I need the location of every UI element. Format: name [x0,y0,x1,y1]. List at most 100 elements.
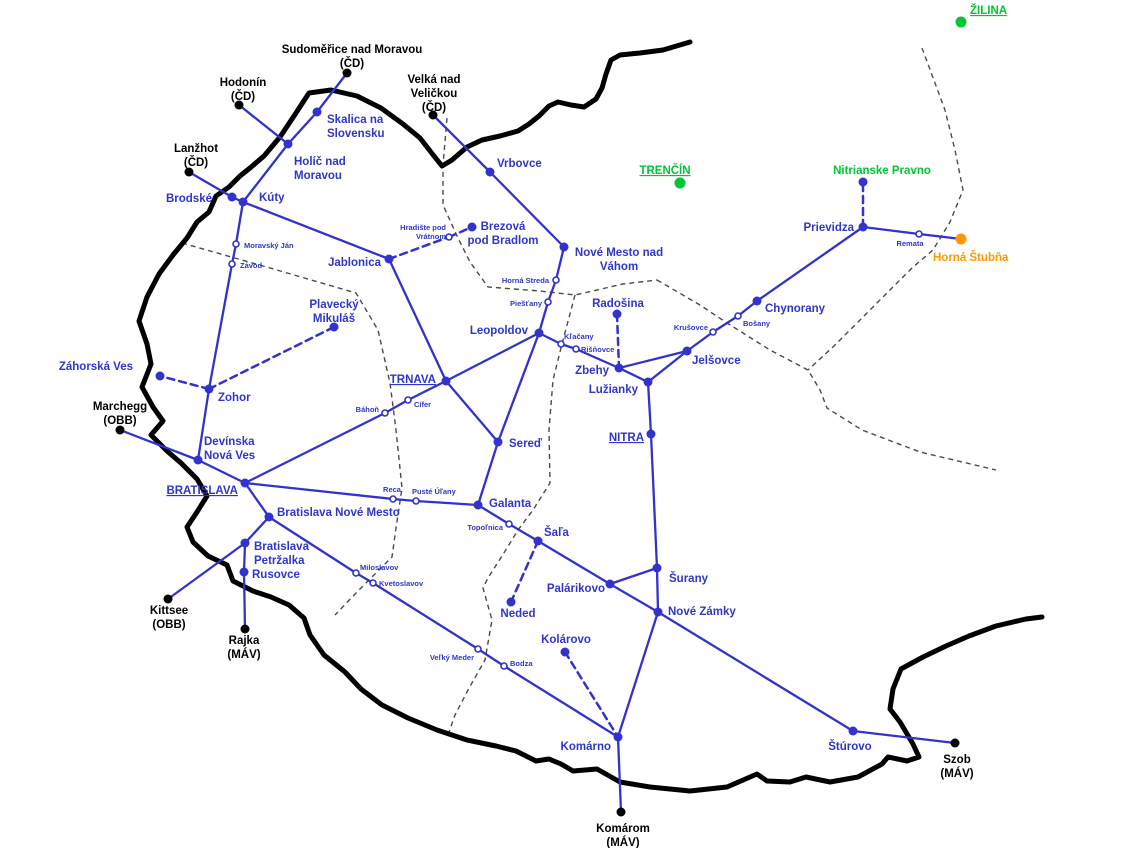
rail-line-banm-petrzalka [243,515,271,545]
station-dot-nove_zamky [653,607,663,617]
station-label-horna_streda: Horná Streda [502,276,550,285]
rail-line-dnv-bratislava [196,458,247,485]
station-dot-miloslavov [352,569,360,577]
station-label-topolnica: Topoľnica [467,523,503,532]
rail-line-palarikovo-nove_zamky [608,582,660,614]
station-dot-holic [283,139,293,149]
rail-line-galanta-topolnica [476,503,511,526]
station-label-hodonin: Hodonín(ČD) [220,77,267,103]
rail-line-surany-nove_zamky [655,566,660,614]
station-dot-krusovce [709,328,717,336]
station-dot-horna_stubna [955,233,967,245]
rail-line-kvetoslavov-velky_meder [371,581,480,651]
station-label-miloslavov: Miloslavov [360,563,399,572]
station-label-cifer: Cífer [414,400,431,409]
station-dot-rajka [240,624,250,634]
station-dot-petrzalka [240,538,250,548]
station-dot-topolnica [505,520,513,528]
rail-line-zavod-zohor [207,262,234,391]
rail-line-sudomerice-skalica [315,71,349,114]
rail-line-nmv-horna_streda [554,245,566,282]
station-dot-remata [915,230,923,238]
rail-line-leopoldov-sered [496,331,541,444]
station-label-trencin: TRENČÍN [639,164,690,177]
station-label-komarom: Komárom(MÁV) [596,823,650,848]
station-label-rajka: Rajka(MÁV) [227,635,260,661]
station-dot-klacany [557,340,565,348]
station-dot-luzianky [643,377,653,387]
station-label-klacany: Kľačany [564,332,594,341]
rail-line-risnovce-zbehy [574,347,621,370]
station-dot-kittsee [163,594,173,604]
station-dot-jablonica [384,254,394,264]
station-label-puste_ulany: Pusté Úľany [412,487,457,496]
station-labels-layer: Sudoměřice nad Moravou(ČD)Hodonín(ČD)Vel… [59,4,1009,848]
rail-line-zbehy-jelsovce [617,349,689,370]
rail-line-trnava-leopoldov [444,331,541,383]
station-dot-nmv [559,242,569,252]
rail-line-nitra-surany [649,432,659,570]
station-label-moravsky_jan: Moravský Ján [244,241,294,250]
rail-line-nove_zamky-komarno [616,610,660,739]
rail-line-trnava-sered [444,379,500,444]
station-label-bratislava: BRATISLAVA [166,485,238,497]
rail-line-hradiste-brezova [447,225,474,239]
station-dot-hodonin [234,100,244,110]
station-dot-kuty [238,197,248,207]
rail-lines-layer [118,71,963,814]
station-label-jablonica: Jablonica [328,257,382,269]
station-dot-zohor [204,384,214,394]
station-dot-moravsky_jan [232,240,240,248]
station-dot-bodza [500,662,508,670]
state-border [136,39,1045,794]
rail-line-kuty-jablonica [241,200,391,261]
station-label-lanzhot: Lanžhot(ČD) [174,143,218,169]
station-dot-skalica [312,107,322,117]
station-label-palarikovo: Palárikovo [547,583,605,595]
rail-line-vrbovce-nmv [488,170,566,249]
station-dot-nitrianske_pravno [858,177,868,187]
rail-line-nove_zamky-sturovo [656,610,855,733]
rail-line-jelsovce-luzianky [646,349,689,384]
station-dot-prievidza [858,222,868,232]
station-dot-risnovce [572,345,580,353]
rail-line-holic-kuty [241,142,290,204]
rail-line-lanzhot-brodske [187,170,234,199]
station-label-bahon: Báhoň [356,405,380,414]
rail-line-radosina-zbehy [615,312,621,370]
station-dot-brezova [467,222,477,232]
rail-line-marchegg-dnv [118,428,200,462]
station-label-sturovo: Štúrovo [828,740,871,753]
rail-line-bratislava-reca [243,481,395,501]
station-label-trnava: TRNAVA [390,374,436,386]
station-label-leopoldov: Leopoldov [470,325,529,337]
station-label-kuty: Kúty [259,192,285,204]
rail-line-petrzalka-rusovce [242,541,247,574]
station-label-rusovce: Rusovce [252,569,300,581]
station-label-nitra: NITRA [609,432,644,444]
station-label-sered: Sereď [509,438,543,450]
rail-line-bodza-komarno [502,664,620,739]
rail-line-hodonin-holic [237,103,290,146]
station-dot-marchegg [115,425,125,435]
station-label-kolarovo: Kolárovo [541,634,591,646]
rail-line-jelsovce-krusovce [685,330,715,353]
rail-line-prievidza-remata [861,225,921,236]
rail-line-velka-vrbovce [431,113,492,174]
station-label-remata: Remata [896,239,924,248]
rail-line-topolnica-sala [507,522,540,543]
rail-line-chynorany-prievidza [755,225,865,303]
station-label-nitrianske_pravno: Nitrianske Pravno [833,165,931,177]
station-dot-surany [652,563,662,573]
station-dot-vrbovce [485,167,495,177]
station-dot-jelsovce [682,346,692,356]
station-label-zbehy: Zbehy [575,365,609,377]
station-dot-puste_ulany [412,497,420,505]
station-dot-horna_streda [552,276,560,284]
region-border [442,117,658,296]
station-label-banm: Bratislava Nové Mesto [277,507,400,519]
station-dot-komarno [613,732,623,742]
